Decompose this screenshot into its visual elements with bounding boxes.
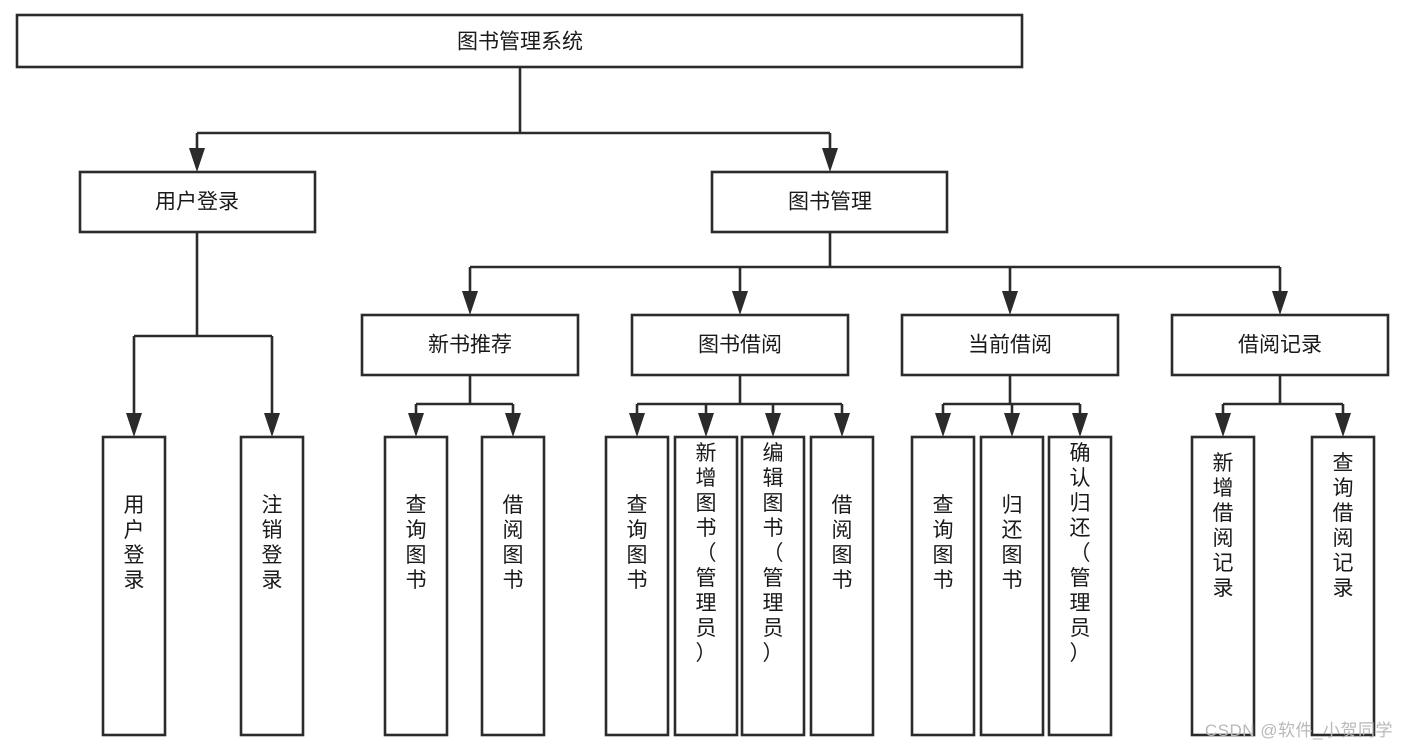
node-leaf-return-book[interactable]: 归还图书	[979, 435, 1045, 737]
node-leaf-add-record-label: 新增借阅记录	[1213, 452, 1234, 600]
node-current-borrow[interactable]: 当前借阅	[900, 313, 1120, 377]
node-leaf-add-record[interactable]: 新增借阅记录	[1190, 435, 1256, 737]
arrow-head-book-borrow	[732, 291, 748, 315]
arrow-head-new-book-recommend	[462, 291, 478, 315]
arrow-head-leaf-borrow-book-1	[505, 413, 521, 437]
node-borrow-record[interactable]: 借阅记录	[1170, 313, 1390, 377]
node-book-borrow-label: 图书借阅	[698, 334, 782, 357]
node-leaf-query-book-1[interactable]: 查询图书	[383, 435, 449, 737]
node-leaf-query-book-3-box[interactable]	[910, 435, 976, 737]
node-borrow-record-label: 借阅记录	[1238, 334, 1322, 357]
node-new-book-recommend-label: 新书推荐	[428, 334, 512, 357]
arrow-head-user-login	[189, 148, 205, 172]
node-root-box[interactable]	[15, 13, 1024, 69]
node-leaf-confirm-return-label: 确认归还（管理员）	[1070, 442, 1091, 665]
node-user-login-box[interactable]	[78, 170, 317, 234]
arrow-head-borrow-record	[1272, 291, 1288, 315]
arrow-head-leaf-edit-book	[765, 413, 781, 437]
node-borrow-record-box[interactable]	[1170, 313, 1390, 377]
node-user-login[interactable]: 用户登录	[78, 170, 317, 234]
arrow-head-leaf-query-book-1	[408, 413, 424, 437]
arrow-head-leaf-confirm-return	[1072, 413, 1088, 437]
arrow-head-leaf-user-logout	[264, 413, 280, 437]
node-root[interactable]: 图书管理系统	[15, 13, 1024, 69]
node-book-borrow[interactable]: 图书借阅	[630, 313, 850, 377]
node-new-book-recommend[interactable]: 新书推荐	[360, 313, 580, 377]
node-book-manage[interactable]: 图书管理	[710, 170, 949, 234]
node-leaf-user-logout-box[interactable]	[239, 435, 305, 737]
arrow-head-current-borrow	[1002, 291, 1018, 315]
arrow-head-leaf-borrow-book-2	[834, 413, 850, 437]
arrow-head-leaf-return-book	[1004, 413, 1020, 437]
node-leaf-borrow-book-2[interactable]: 借阅图书	[809, 435, 875, 737]
node-leaf-borrow-book-1[interactable]: 借阅图书	[480, 435, 546, 737]
node-leaf-add-book[interactable]: 新增图书（管理员）	[673, 435, 739, 737]
node-user-login-label: 用户登录	[155, 191, 239, 214]
node-leaf-edit-book[interactable]: 编辑图书（管理员）	[740, 435, 806, 737]
arrow-head-leaf-query-book-3	[935, 413, 951, 437]
node-leaf-user-logout-label: 注销登录	[262, 494, 283, 592]
arrow-head-leaf-query-record	[1335, 413, 1351, 437]
arrow-head-leaf-add-record	[1215, 413, 1231, 437]
node-leaf-user-login[interactable]: 用户登录	[101, 435, 167, 737]
node-leaf-return-book-label: 归还图书	[1002, 494, 1023, 592]
node-leaf-query-book-2-box[interactable]	[604, 435, 670, 737]
node-leaf-user-logout[interactable]: 注销登录	[239, 435, 305, 737]
node-leaf-add-book-box[interactable]	[673, 435, 739, 737]
arrow-head-leaf-user-login	[126, 413, 142, 437]
node-leaf-confirm-return-box[interactable]	[1047, 435, 1113, 737]
arrow-head-leaf-query-book-2	[629, 413, 645, 437]
node-leaf-query-book-2-label: 查询图书	[627, 494, 648, 592]
node-current-borrow-label: 当前借阅	[968, 334, 1052, 357]
node-leaf-query-book-3-label: 查询图书	[933, 494, 954, 592]
node-leaf-query-book-1-label: 查询图书	[406, 494, 427, 592]
node-leaf-borrow-book-1-box[interactable]	[480, 435, 546, 737]
node-leaf-query-record[interactable]: 查询借阅记录	[1310, 435, 1376, 737]
node-leaf-return-book-box[interactable]	[979, 435, 1045, 737]
node-leaf-add-book-label: 新增图书（管理员）	[696, 442, 717, 665]
node-leaf-confirm-return[interactable]: 确认归还（管理员）	[1047, 435, 1113, 737]
node-book-borrow-box[interactable]	[630, 313, 850, 377]
node-leaf-query-book-1-box[interactable]	[383, 435, 449, 737]
node-leaf-user-login-label: 用户登录	[124, 494, 145, 592]
node-leaf-add-record-box[interactable]	[1190, 435, 1256, 737]
node-book-manage-label: 图书管理	[788, 191, 872, 214]
node-leaf-user-login-box[interactable]	[101, 435, 167, 737]
node-leaf-edit-book-box[interactable]	[740, 435, 806, 737]
node-book-manage-box[interactable]	[710, 170, 949, 234]
node-leaf-edit-book-label: 编辑图书（管理员）	[763, 442, 784, 665]
node-leaf-borrow-book-2-box[interactable]	[809, 435, 875, 737]
arrow-head-book-manage	[822, 148, 838, 172]
node-leaf-query-record-box[interactable]	[1310, 435, 1376, 737]
node-leaf-query-book-3[interactable]: 查询图书	[910, 435, 976, 737]
node-root-label: 图书管理系统	[457, 31, 583, 54]
node-leaf-query-book-2[interactable]: 查询图书	[604, 435, 670, 737]
node-current-borrow-box[interactable]	[900, 313, 1120, 377]
node-leaf-borrow-book-2-label: 借阅图书	[832, 494, 853, 592]
node-new-book-recommend-box[interactable]	[360, 313, 580, 377]
node-leaf-query-record-label: 查询借阅记录	[1333, 452, 1354, 600]
connector-layer	[126, 67, 1351, 437]
arrow-head-leaf-add-book	[698, 413, 714, 437]
node-leaf-borrow-book-1-label: 借阅图书	[503, 494, 524, 592]
